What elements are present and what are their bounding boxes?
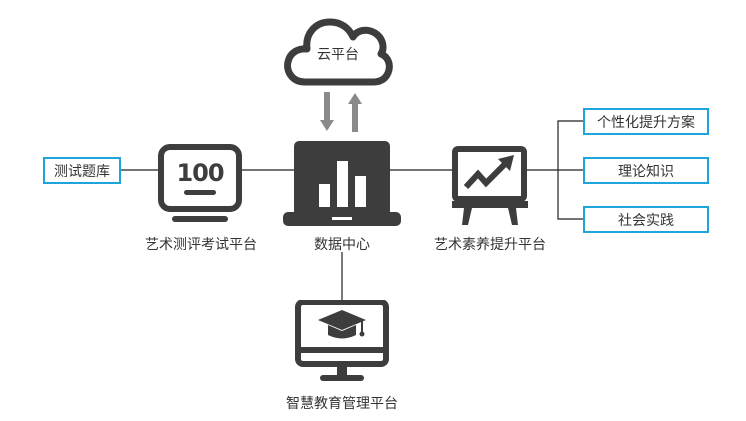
cloud-label: 云平台 (317, 47, 359, 63)
up-arrow-head (348, 93, 362, 104)
sync-arrows (320, 92, 362, 132)
box-social-practice: 社会实践 (583, 206, 709, 233)
presentation-board-trend-icon (452, 146, 528, 225)
laptop-bar-chart-icon (283, 141, 401, 226)
down-arrow-shaft (324, 92, 330, 122)
up-arrow-shaft (352, 102, 358, 132)
left-platform-label: 艺术测评考试平台 (145, 237, 257, 253)
monitor-score-100-icon: 100 (158, 144, 242, 222)
center-label: 数据中心 (314, 237, 370, 253)
box-theoretical-knowledge: 理论知识 (583, 157, 709, 184)
box-test-question-bank: 测试题库 (43, 157, 121, 184)
cloud-icon (284, 18, 393, 86)
right-platform-label: 艺术素养提升平台 (434, 237, 546, 253)
down-arrow-head (320, 120, 334, 131)
box-personalized-improvement-plan: 个性化提升方案 (583, 108, 709, 135)
bottom-platform-label: 智慧教育管理平台 (286, 396, 398, 412)
desktop-graduation-cap-icon (295, 300, 389, 381)
score-text: 100 (176, 159, 223, 187)
